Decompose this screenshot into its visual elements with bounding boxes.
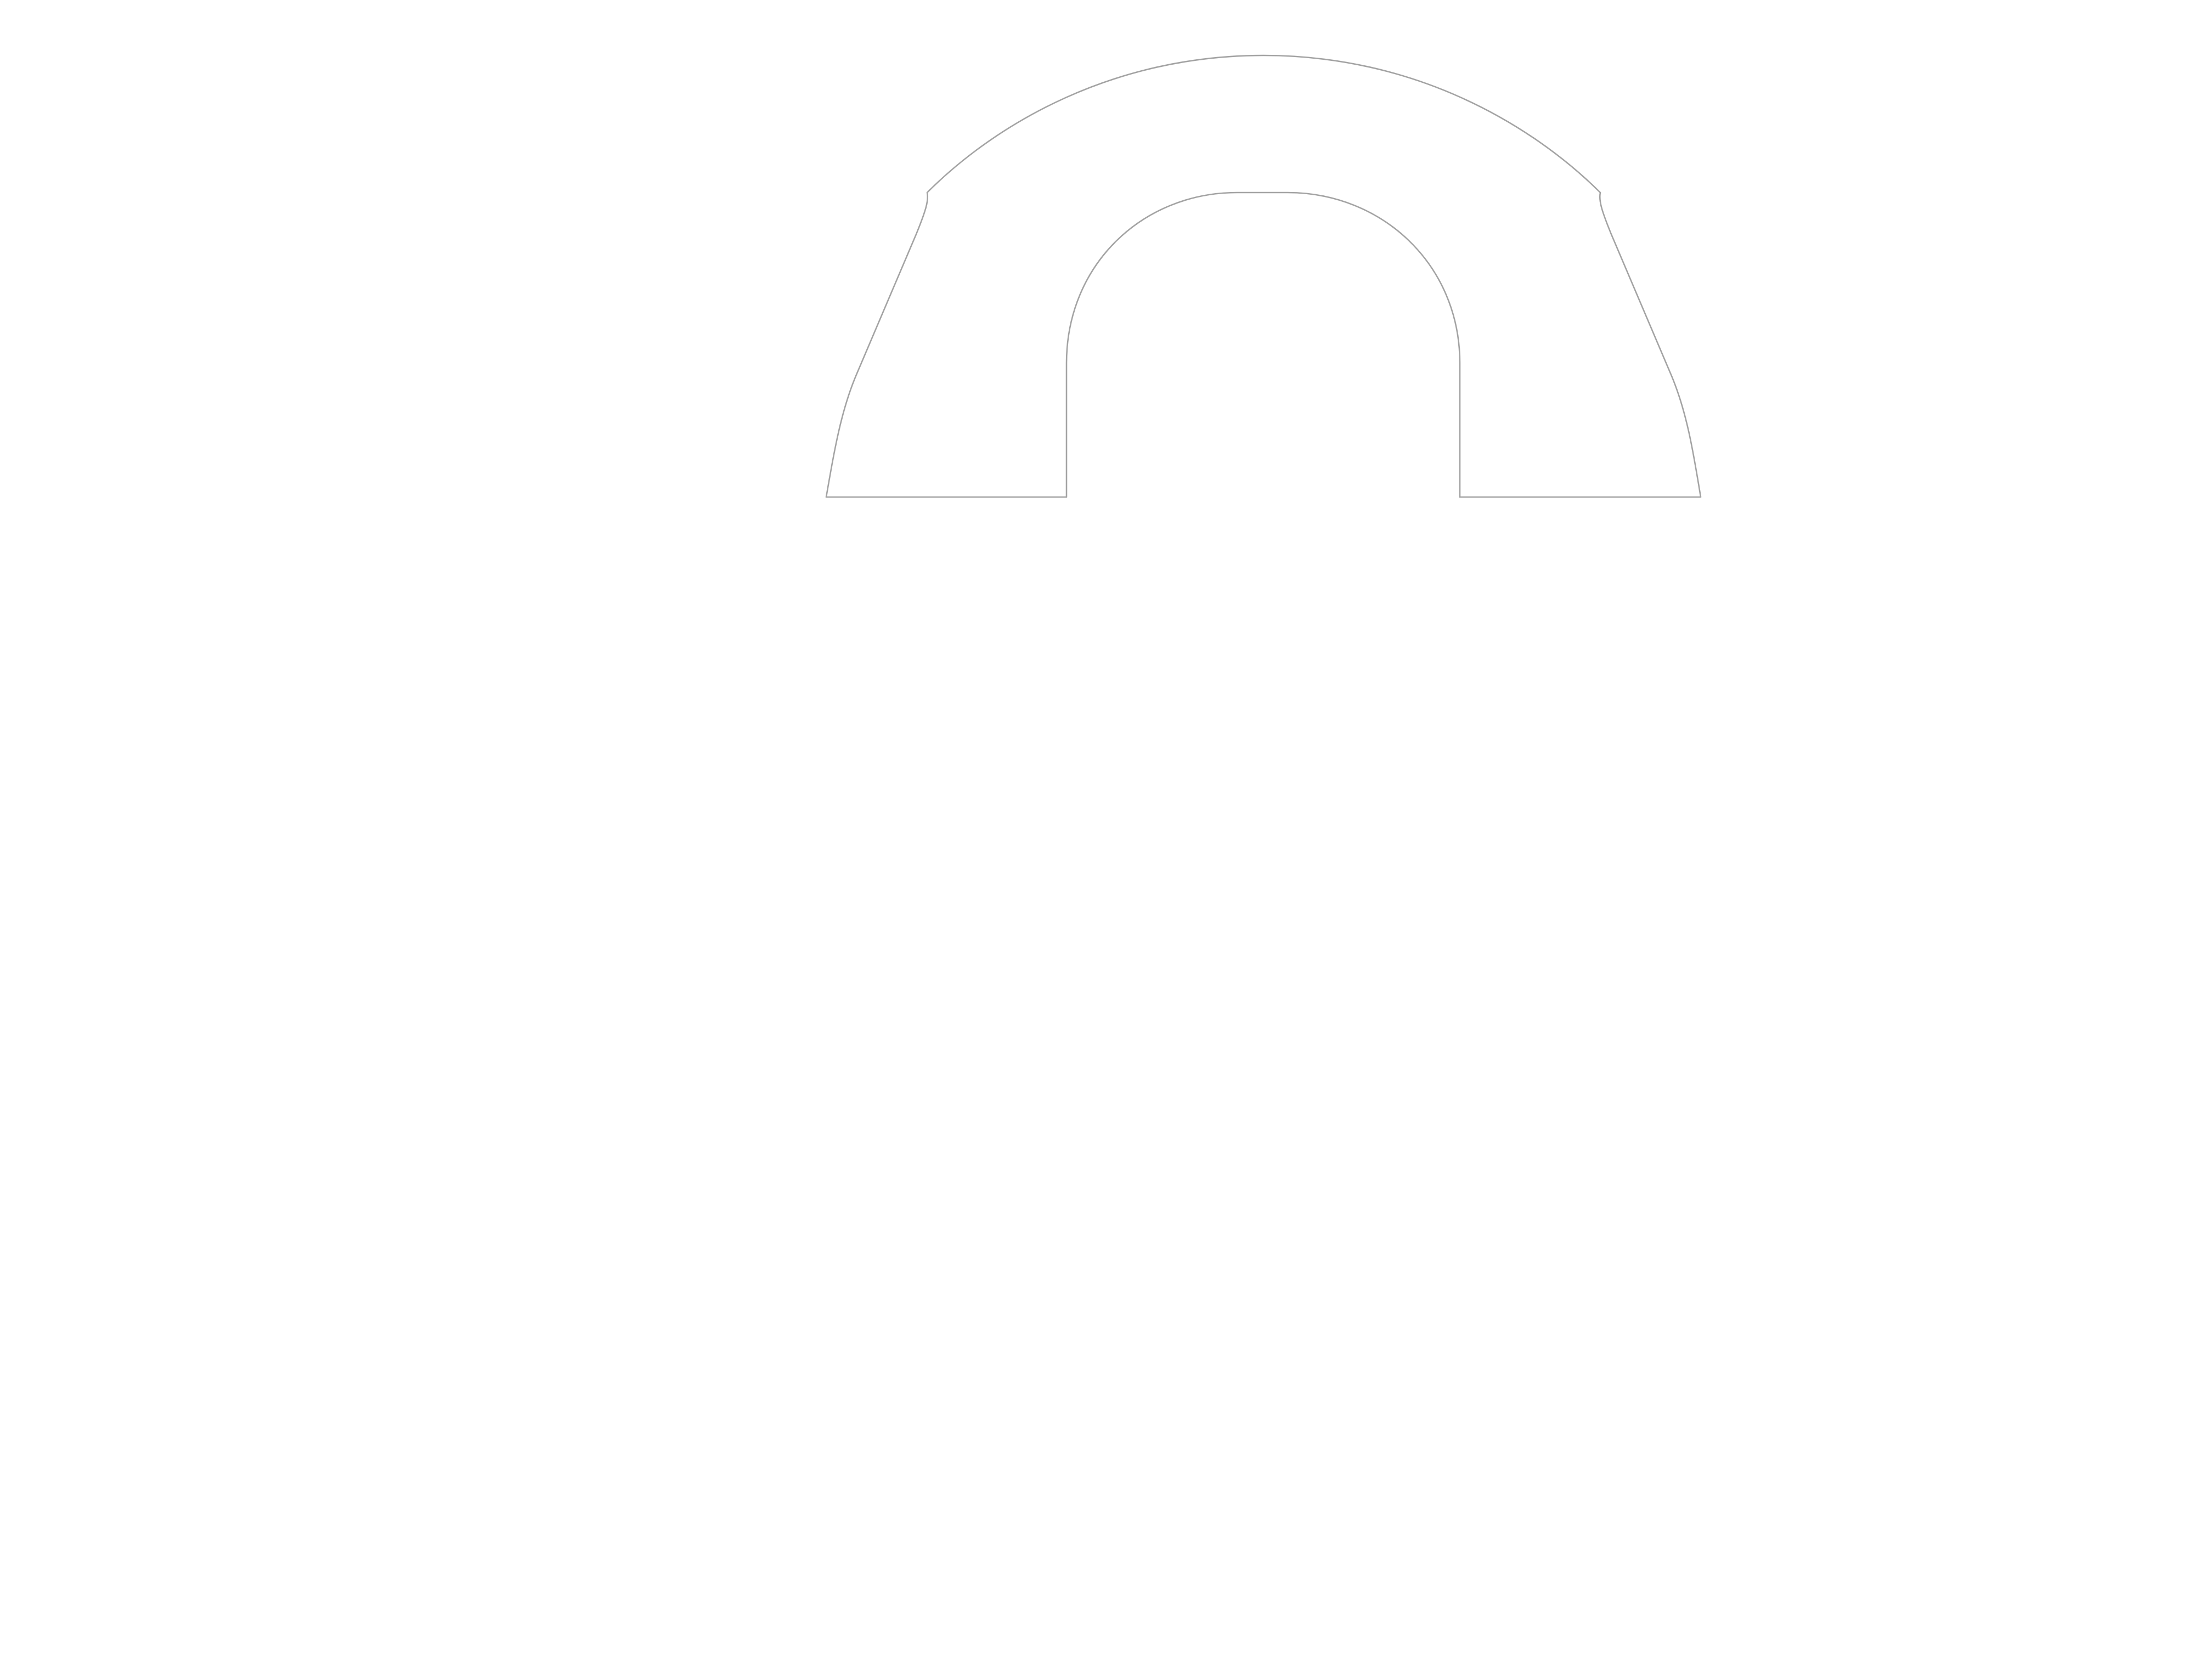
arch-shape bbox=[825, 54, 1702, 498]
